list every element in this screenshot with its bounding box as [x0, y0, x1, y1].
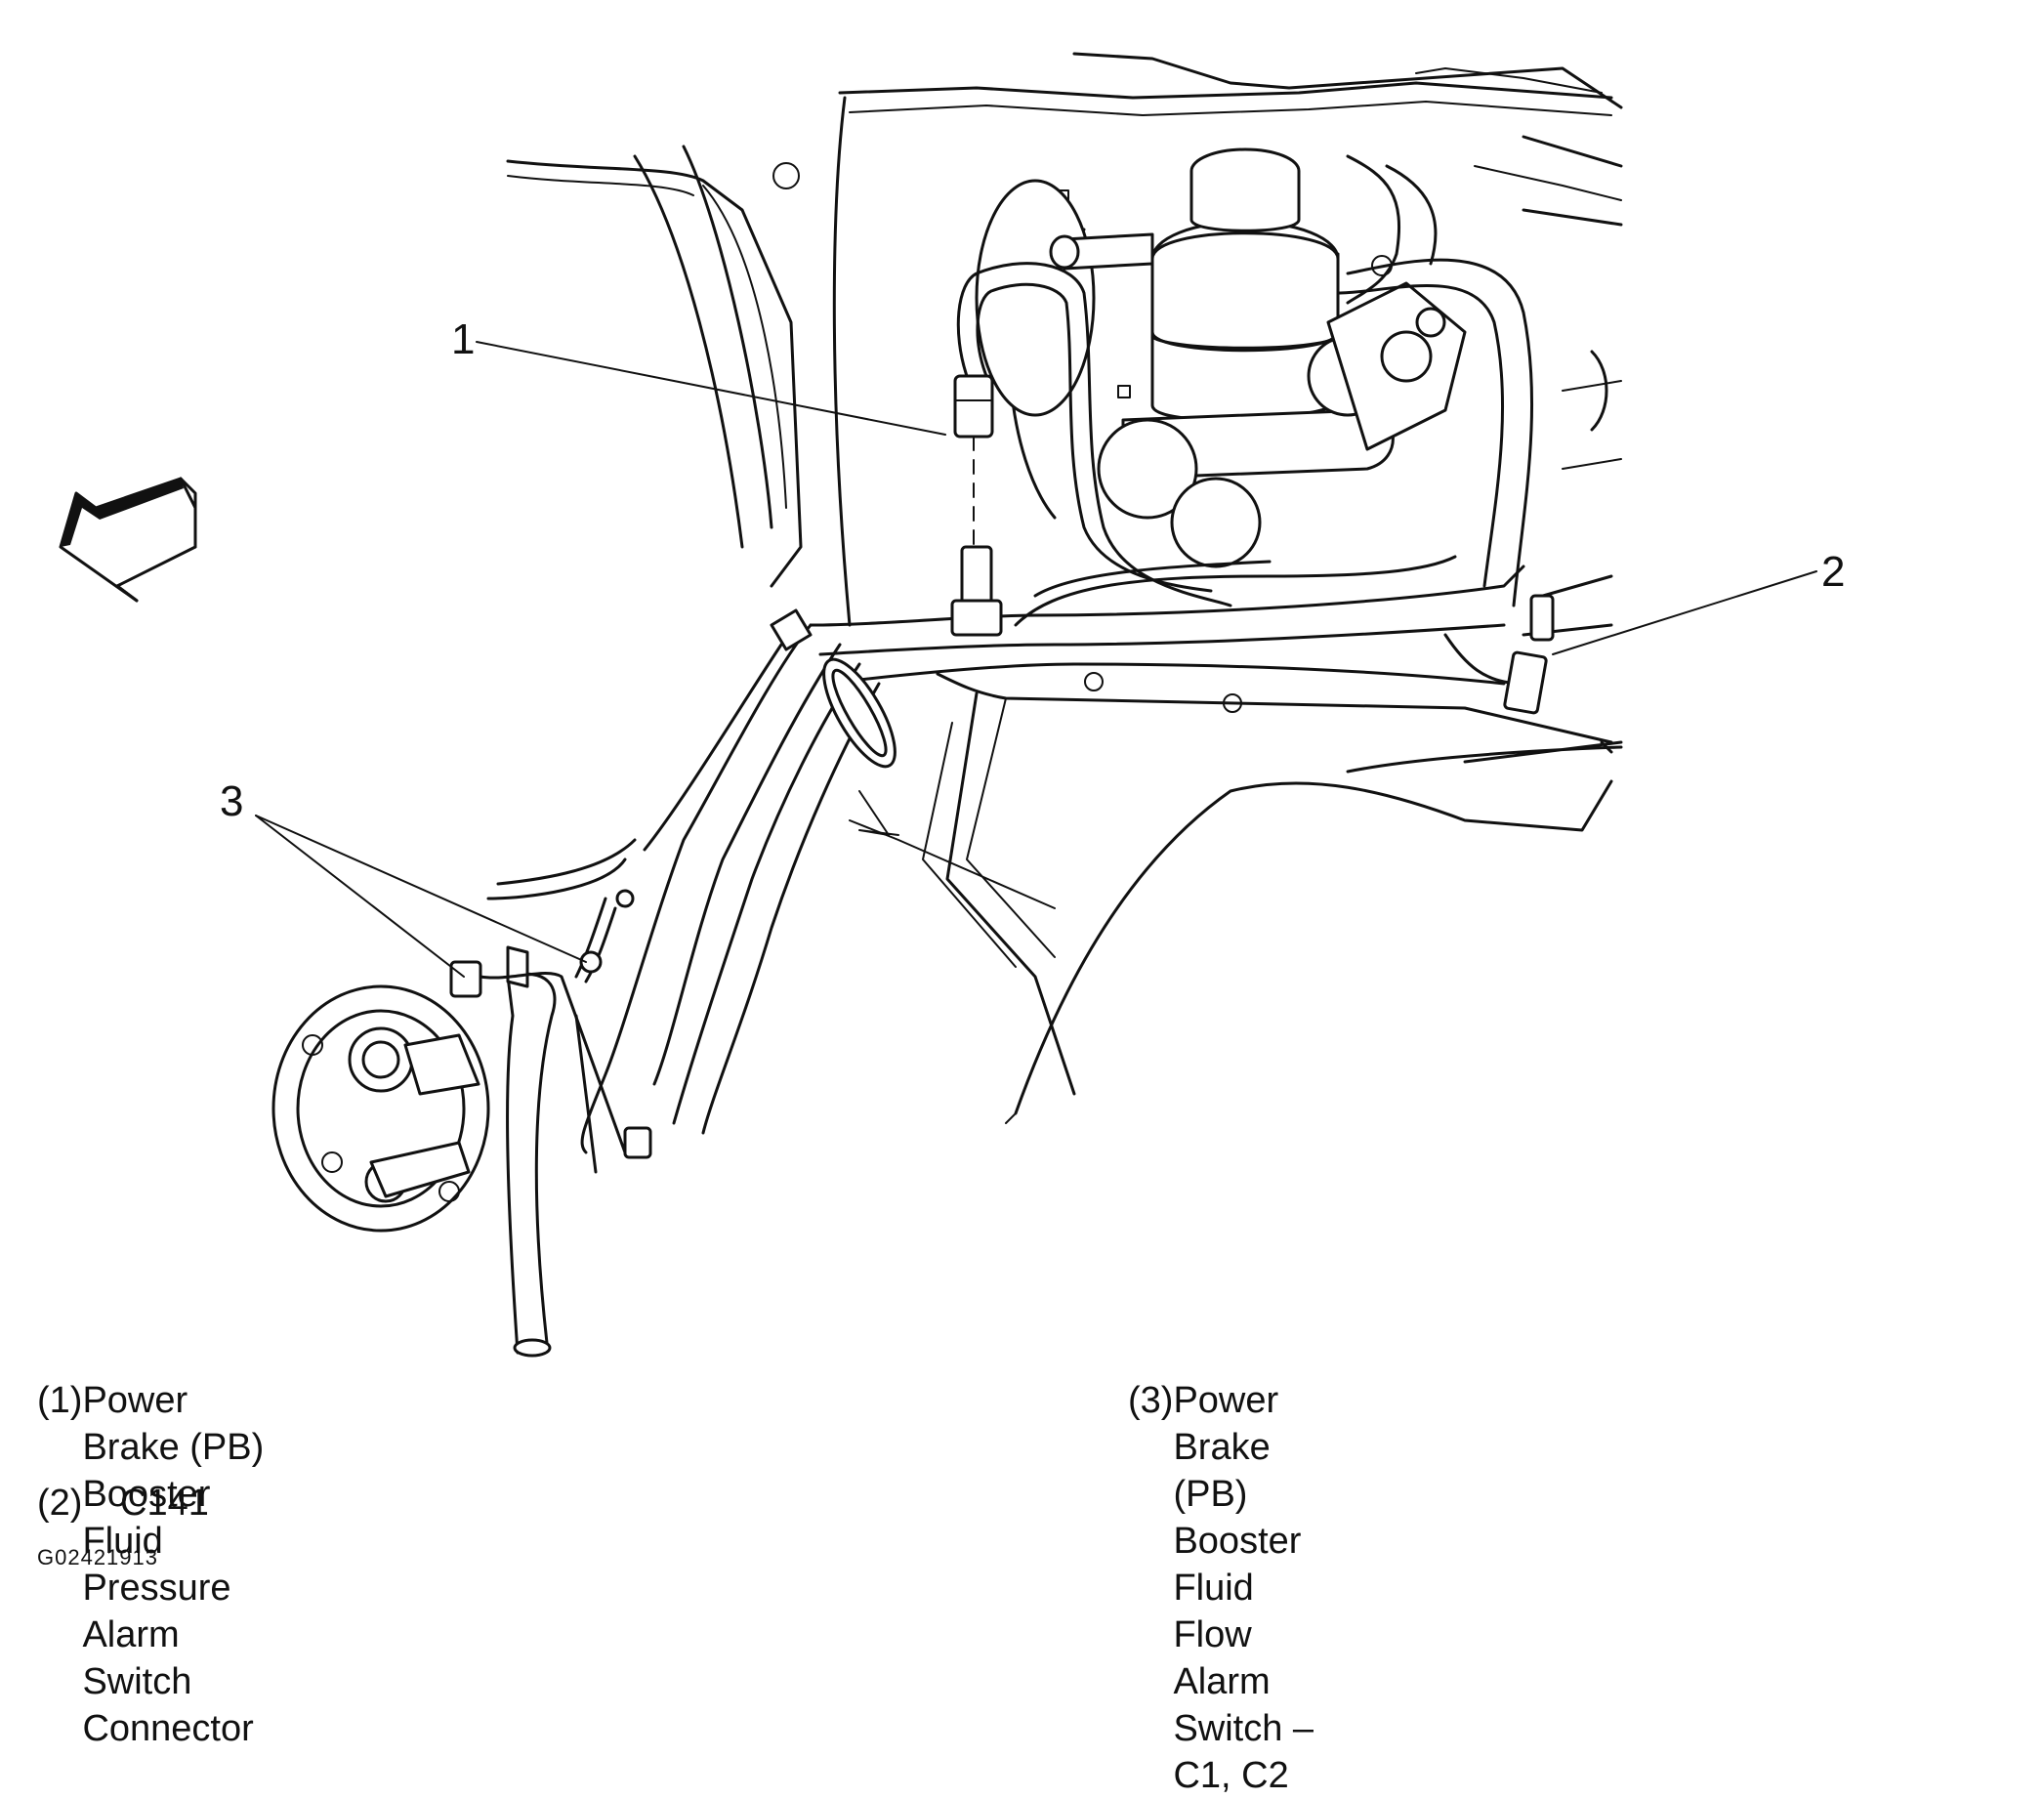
wiring-harness: [486, 258, 1534, 1154]
pressure-alarm-switch-connector: [950, 374, 1003, 637]
legend-item-2: (2) C141: [37, 1480, 209, 1527]
callout-3: 3: [220, 777, 243, 825]
callout-2: 2: [1821, 548, 1845, 596]
wiring-illustration: 1 2 3: [59, 52, 1845, 1358]
legend-text: Power Brake (PB) Booster Fluid Flow Alar…: [1173, 1380, 1314, 1796]
legend-text: C141: [120, 1483, 209, 1524]
hydraulic-reservoir: [975, 147, 1467, 568]
legend-number: (1): [37, 1380, 83, 1421]
legend-number: (2): [37, 1483, 83, 1524]
callout-leaders: [255, 341, 1817, 978]
legend-item-3: (3) Power Brake (PB) Booster Fluid Flow …: [1128, 1377, 1339, 1799]
callout-1: 1: [451, 315, 475, 363]
c141-connector: [1503, 594, 1555, 715]
figure-id: G02421913: [37, 1545, 158, 1569]
forward-direction-arrow-icon: [59, 477, 197, 603]
legend-number: (3): [1128, 1380, 1174, 1421]
power-brake-booster-pump: [271, 889, 652, 1358]
